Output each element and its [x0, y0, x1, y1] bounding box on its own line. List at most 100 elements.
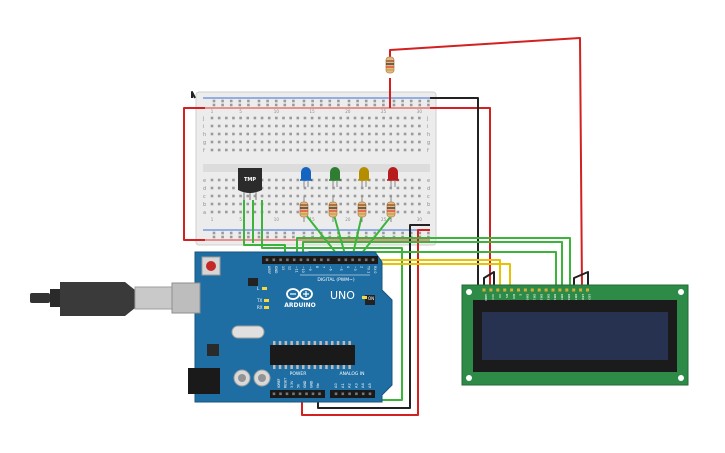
breadboard-rail-hole — [409, 103, 413, 107]
breadboard-hole — [325, 148, 328, 152]
breadboard-rail-hole — [401, 231, 404, 235]
atmega-chip — [270, 345, 355, 365]
lcd-pin[interactable] — [537, 288, 541, 292]
lcd-pin[interactable] — [551, 288, 555, 292]
lcd-pin[interactable] — [510, 288, 514, 292]
breadboard-rail-hole — [274, 99, 278, 103]
digital-pin[interactable] — [364, 258, 368, 262]
digital-pin[interactable] — [286, 258, 289, 262]
digital-pin[interactable] — [320, 258, 323, 262]
breadboard-hole — [317, 194, 321, 198]
digital-pin[interactable] — [313, 258, 316, 262]
analog-pin[interactable] — [355, 392, 358, 396]
power-pin[interactable] — [272, 392, 276, 396]
breadboard-hole — [410, 186, 414, 190]
breadboard-rail-hole — [382, 231, 385, 235]
digital-pin-label: AREF — [267, 266, 271, 274]
breadboard-hole — [217, 140, 221, 144]
digital-pin-label: ~3 — [353, 266, 357, 271]
breadboard-hole — [296, 202, 300, 206]
arduino-logo — [286, 288, 313, 300]
breadboard-rail-hole — [328, 103, 332, 107]
breadboard-row-letter: i — [203, 124, 204, 130]
power-pin[interactable] — [298, 392, 302, 396]
lcd-pin[interactable] — [530, 288, 534, 292]
power-pin[interactable] — [311, 392, 315, 396]
breadboard-column-number: 25 — [381, 217, 387, 222]
digital-pin[interactable] — [337, 258, 341, 262]
breadboard-column-number: 25 — [381, 109, 387, 114]
digital-pin[interactable] — [344, 258, 348, 262]
lcd-pin[interactable] — [558, 288, 562, 292]
breadboard-rail-hole — [364, 103, 368, 107]
analog-pin[interactable] — [341, 392, 345, 396]
breadboard-hole — [382, 116, 385, 120]
breadboard-hole — [418, 140, 421, 144]
power-pin[interactable] — [318, 392, 321, 396]
breadboard-hole — [339, 210, 342, 214]
lcd-pin[interactable] — [482, 288, 486, 292]
breadboard-hole — [225, 132, 228, 136]
lcd-pin-label: DB6 — [567, 294, 571, 300]
breadboard-hole — [389, 140, 393, 144]
reset-button[interactable] — [206, 261, 216, 271]
digital-pin[interactable] — [299, 258, 303, 262]
led-2[interactable] — [329, 167, 341, 187]
digital-pin[interactable] — [326, 258, 330, 262]
power-pin[interactable] — [305, 392, 308, 396]
led-1[interactable] — [300, 167, 312, 187]
breadboard-hole — [418, 186, 421, 190]
power-header — [270, 390, 325, 398]
breadboard-hole — [303, 132, 307, 136]
digital-pin[interactable] — [272, 258, 276, 262]
digital-pin[interactable] — [292, 258, 296, 262]
lcd-pin[interactable] — [517, 288, 520, 292]
lcd-pin[interactable] — [503, 288, 507, 292]
power-pin[interactable] — [292, 392, 295, 396]
breadboard-hole — [339, 148, 342, 152]
breadboard-hole — [418, 178, 421, 182]
lcd-pin[interactable] — [489, 288, 493, 292]
breadboard-hole — [353, 202, 357, 206]
digital-pin[interactable] — [351, 258, 354, 262]
analog-pin[interactable] — [361, 392, 365, 396]
digital-pin[interactable] — [279, 258, 282, 262]
digital-pin[interactable] — [306, 258, 310, 262]
led-4[interactable] — [387, 167, 399, 187]
breadboard-hole — [260, 186, 264, 190]
tx-led — [264, 299, 269, 302]
digital-pin[interactable] — [265, 258, 269, 262]
breadboard-hole — [260, 178, 264, 182]
breadboard-hole — [210, 116, 214, 120]
temperature-sensor[interactable]: TMP — [238, 168, 262, 200]
lcd-pin[interactable] — [579, 288, 583, 292]
led-3[interactable] — [358, 167, 370, 187]
analog-pin[interactable] — [368, 392, 372, 396]
lcd-pin[interactable] — [496, 288, 500, 292]
power-pin[interactable] — [285, 392, 289, 396]
breadboard-hole — [332, 132, 335, 136]
lcd-pin[interactable] — [565, 288, 569, 292]
digital-pin[interactable] — [358, 258, 361, 262]
breadboard-hole — [282, 194, 285, 198]
lcd-pin[interactable] — [586, 288, 589, 292]
lcd-pin[interactable] — [544, 288, 548, 292]
lcd-pin[interactable] — [572, 288, 576, 292]
breadboard-hole — [332, 186, 335, 190]
breadboard-rail-hole — [373, 231, 377, 235]
analog-pin[interactable] — [334, 392, 338, 396]
analog-pin[interactable] — [348, 392, 351, 396]
breadboard-hole — [410, 148, 414, 152]
breadboard-hole — [253, 148, 257, 152]
breadboard-hole — [410, 178, 414, 182]
digital-pin[interactable] — [371, 258, 375, 262]
power-pin[interactable] — [279, 392, 282, 396]
breadboard-hole — [375, 148, 378, 152]
lcd-pin[interactable] — [523, 288, 527, 292]
led-rim — [329, 179, 341, 181]
breadboard-rail-hole — [382, 103, 385, 107]
breadboard-hole — [210, 202, 214, 206]
rx-label: RX — [257, 305, 263, 310]
